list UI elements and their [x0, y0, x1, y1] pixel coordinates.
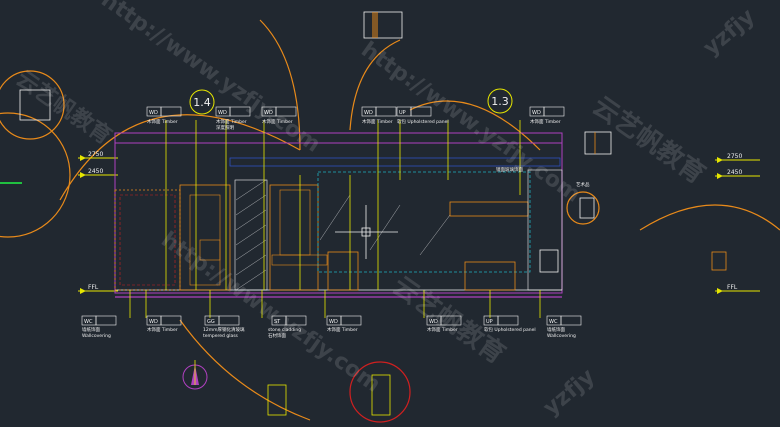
inner-note-art: 艺术品 — [576, 181, 590, 188]
tag-text: 木饰面 Timber — [147, 118, 178, 125]
level-ffl-left: FFL — [88, 284, 99, 291]
level-2450-right: 2450 — [727, 169, 742, 176]
level-2750-left: 2750 — [88, 151, 103, 158]
tag-text: 木饰面 Timber — [147, 326, 178, 333]
orange-arcs — [0, 19, 780, 423]
crosshair-cursor-icon — [335, 205, 398, 259]
tag-text: 软包 Upholstered panel — [397, 118, 449, 125]
tag-text: 木饰面 Timber — [327, 326, 358, 333]
tag-code: WC — [549, 319, 558, 325]
bottom-tag[interactable]: GG 12mm厚钢化清玻璃 tempered glass — [203, 315, 245, 339]
tag-code: ST — [274, 319, 281, 325]
bottom-tag[interactable]: WC 墙纸饰面 Wallcovering — [546, 315, 582, 339]
bottom-tag[interactable]: UP 软包 Upholstered panel — [483, 315, 536, 333]
top-tag[interactable]: WD 木饰面 Timber — [261, 106, 297, 125]
top-tag[interactable]: WD 木饰面 Timber — [529, 106, 565, 125]
level-ffl-right: FFL — [727, 284, 738, 291]
section-marker-1-4[interactable]: 1.4 — [189, 89, 215, 115]
tag-code: WD — [329, 319, 338, 325]
bottom-tag[interactable]: WD 木饰面 Timber — [326, 315, 362, 333]
tag-code: UP — [486, 319, 493, 325]
tag-text2: Wallcovering — [547, 333, 576, 339]
tag-text: 12mm厚钢化清玻璃 — [203, 326, 245, 333]
tag-code: WD — [532, 110, 541, 116]
tag-code: UP — [399, 110, 406, 116]
bottom-tag[interactable]: ST stone cladding 石材饰面 — [268, 315, 307, 339]
top-tag[interactable]: WD 木饰面 Timber — [361, 106, 397, 125]
tag-text: 木饰面 Timber — [262, 118, 293, 125]
tag-text: 石材饰面 — [268, 332, 286, 339]
hatching — [235, 179, 451, 291]
tag-code: WD — [218, 110, 227, 116]
tag-text: 木饰面 Timber — [216, 118, 247, 125]
tag-text: 墙纸饰面 — [82, 326, 100, 333]
level-2450-left: 2450 — [88, 168, 103, 175]
level-2750-right: 2750 — [727, 153, 742, 160]
north-marker-icon — [182, 360, 208, 390]
tag-text: 木饰面 Timber — [362, 118, 393, 125]
tag-code: WD — [364, 110, 373, 116]
section-label: 1.3 — [491, 95, 509, 108]
leader-lines — [129, 120, 541, 318]
bottom-tags: WC 墙纸饰面 Wallcovering WD 木饰面 Timber GG 12… — [81, 315, 582, 339]
tag-code: WD — [264, 110, 273, 116]
top-tag[interactable]: WD 木饰面 Timber — [146, 106, 182, 125]
bottom-tag[interactable]: WD 木饰面 Timber — [426, 315, 462, 333]
bottom-tag[interactable]: WC 墙纸饰面 Wallcovering — [81, 315, 117, 339]
bottom-tag[interactable]: WD 木饰面 Timber — [146, 315, 182, 333]
detail-callouts — [19, 11, 727, 416]
tag-code: GG — [207, 319, 215, 325]
tag-code: WD — [429, 319, 438, 325]
tag-code: WD — [149, 110, 158, 116]
top-tag[interactable]: WD 木饰面 Timber 深度照明 — [215, 106, 251, 131]
tag-note: 深度照明 — [216, 124, 234, 131]
elevation-frame — [114, 132, 563, 298]
tag-text: 软包 Upholstered panel — [484, 326, 536, 333]
tag-code: WC — [84, 319, 93, 325]
section-label: 1.4 — [193, 96, 211, 109]
tag-text2: tempered glass — [203, 333, 239, 339]
top-tags: WD 木饰面 Timber WD 木饰面 Timber 深度照明 WD 木饰面 … — [146, 106, 565, 131]
top-tag[interactable]: UP 软包 Upholstered panel — [396, 106, 449, 125]
section-marker-1-3[interactable]: 1.3 — [487, 88, 513, 114]
tag-text: 木饰面 Timber — [530, 118, 561, 125]
tag-code: WD — [149, 319, 158, 325]
tag-text2: Wallcovering — [82, 333, 111, 339]
tag-text: 木饰面 Timber — [427, 326, 458, 333]
inner-note-mirror: 镜面玻璃饰面 — [496, 166, 523, 173]
tag-text2: stone cladding — [268, 327, 301, 333]
level-lines: 2750 2450 FFL 2750 2450 FFL — [78, 151, 760, 294]
tag-text: 墙纸饰面 — [547, 326, 565, 333]
